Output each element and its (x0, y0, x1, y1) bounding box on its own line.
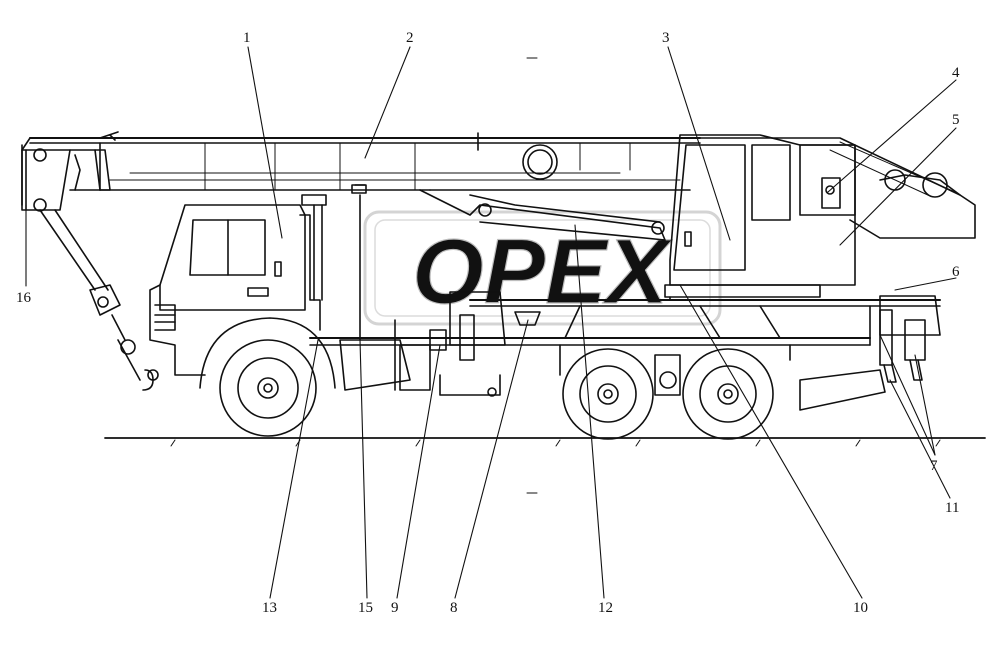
callout-15: 15 (358, 600, 373, 616)
mid-components (339, 184, 681, 397)
callout-7: 7 (930, 458, 938, 474)
chassis (309, 295, 941, 411)
callout-2: 2 (406, 30, 414, 46)
boom (29, 132, 976, 239)
callout-8: 8 (450, 600, 458, 616)
callout-10: 10 (853, 600, 868, 616)
callout-labels: 1 2 3 4 5 6 7 8 9 10 11 12 13 15 16 (16, 30, 960, 616)
callout-4: 4 (952, 65, 960, 81)
stray-marks (526, 57, 538, 494)
callout-5: 5 (952, 112, 960, 128)
callout-3: 3 (662, 30, 670, 46)
ground (104, 437, 986, 447)
callout-16: 16 (16, 290, 32, 306)
truck-cab (149, 194, 327, 376)
callout-1: 1 (243, 30, 251, 46)
rear-wheel-2 (682, 348, 774, 440)
boom-head (21, 131, 159, 391)
callout-12: 12 (598, 600, 613, 616)
callout-6: 6 (952, 264, 960, 280)
callout-11: 11 (945, 500, 959, 516)
front-wheel (199, 317, 336, 437)
crane-cabin (664, 134, 856, 301)
callout-9: 9 (391, 600, 399, 616)
rear-wheel-1 (562, 348, 654, 440)
luffing-cylinder (419, 189, 666, 241)
leader-lines (25, 46, 957, 599)
callout-13: 13 (262, 600, 277, 616)
